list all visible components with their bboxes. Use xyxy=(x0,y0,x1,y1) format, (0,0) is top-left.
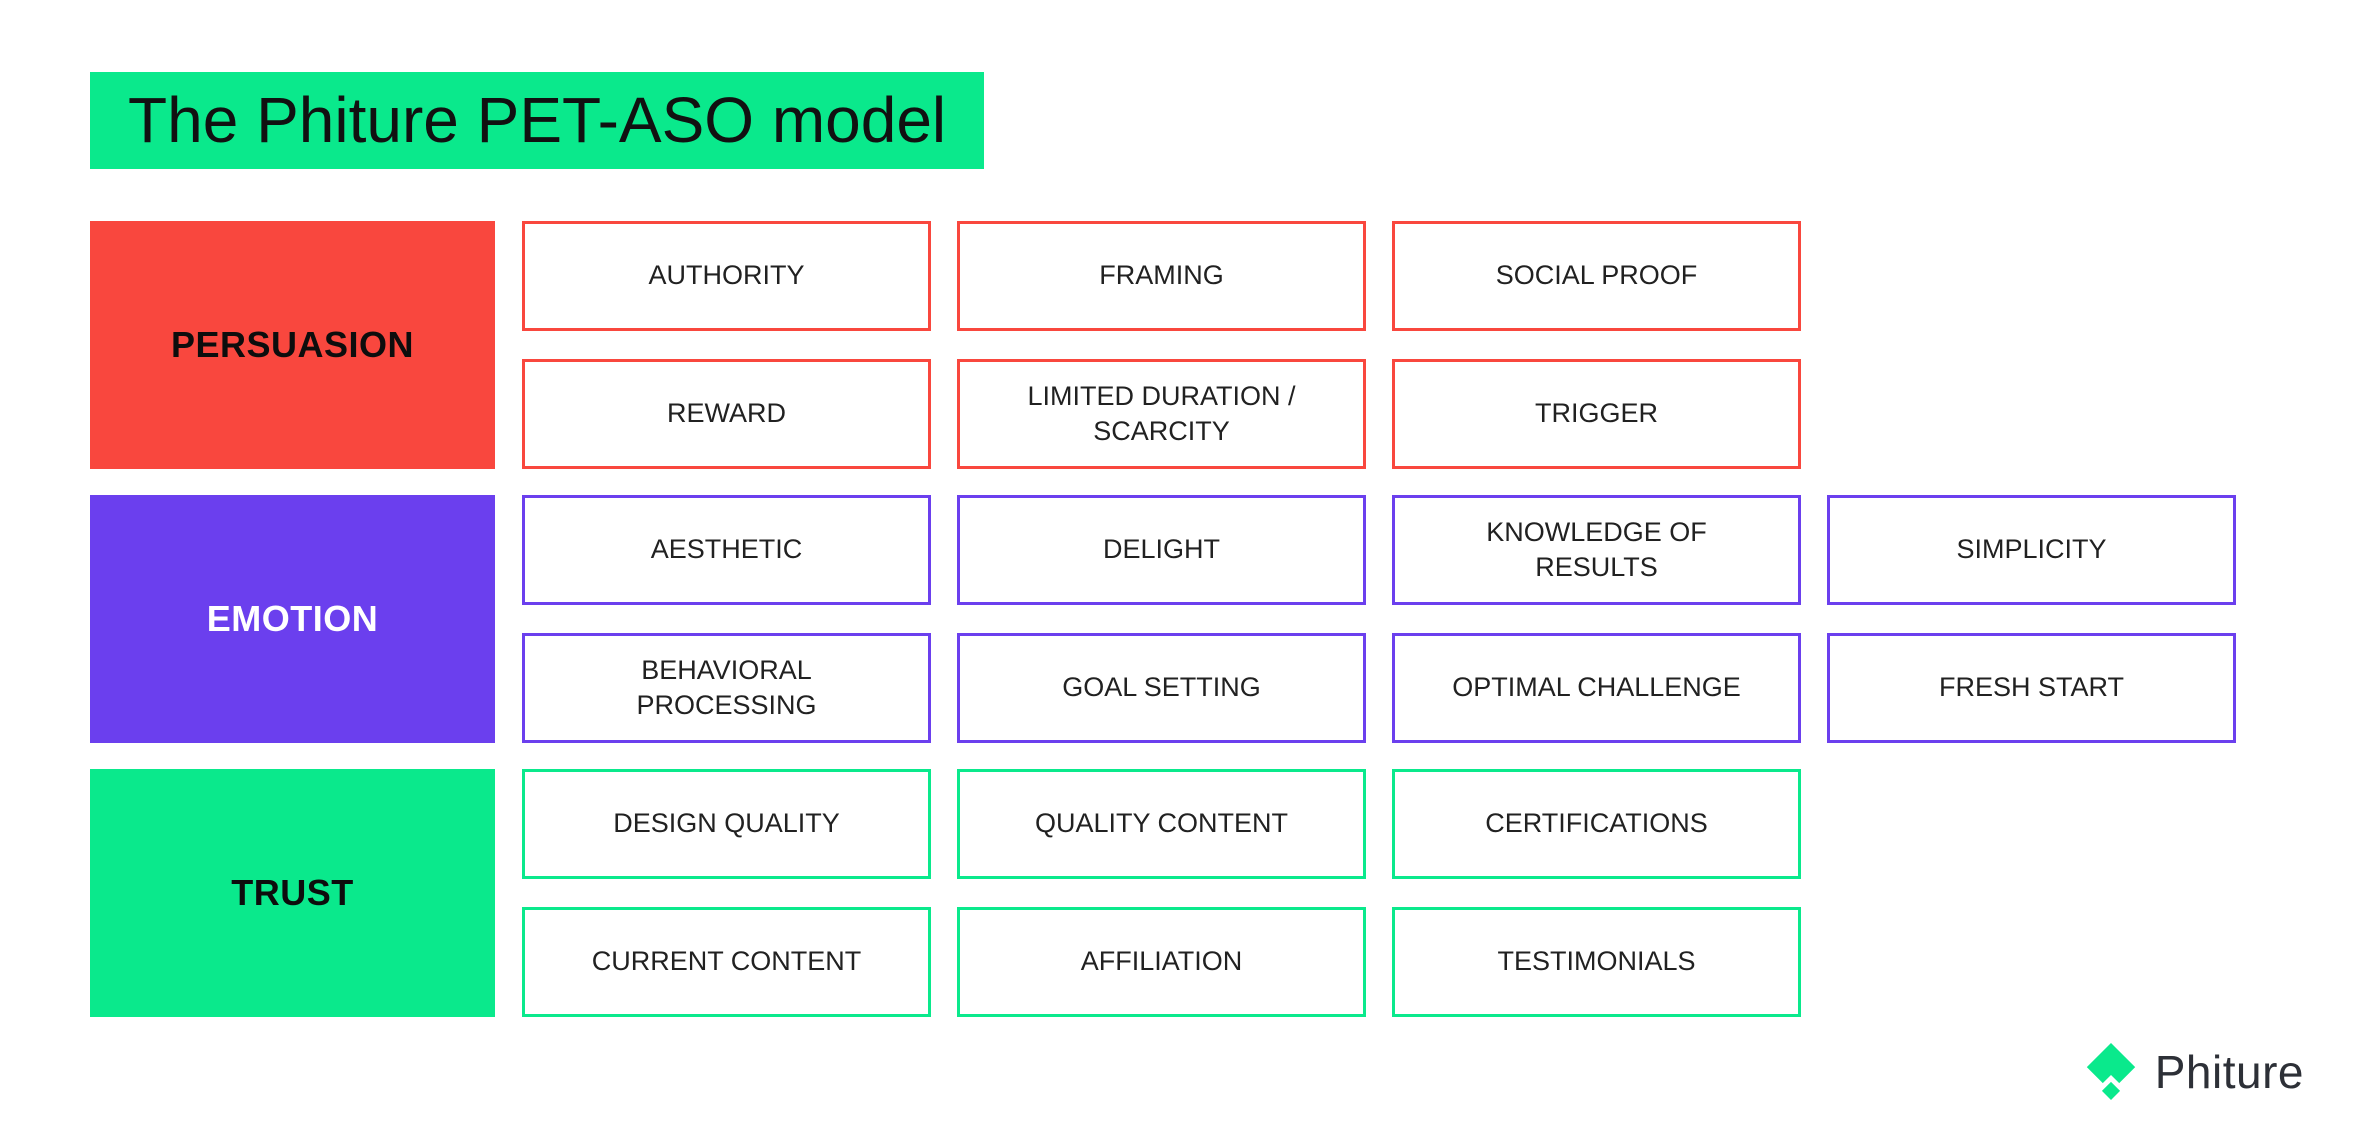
category-block-emotion: EMOTION xyxy=(90,495,495,743)
tactic-box-framing: FRAMING xyxy=(957,221,1366,331)
tactic-box-design-quality: DESIGN QUALITY xyxy=(522,769,931,879)
tactic-box-behavioral-processing: BEHAVIORAL PROCESSING xyxy=(522,633,931,743)
tactic-box-current-content: CURRENT CONTENT xyxy=(522,907,931,1017)
phiture-logo-text: Phiture xyxy=(2154,1045,2304,1098)
phiture-diamond-icon xyxy=(2086,1043,2135,1100)
tactic-box-goal-setting: GOAL SETTING xyxy=(957,633,1366,743)
tactic-box-social-proof: SOCIAL PROOF xyxy=(1392,221,1801,331)
category-label-emotion: EMOTION xyxy=(206,598,379,639)
tactic-box-optimal-challenge: OPTIMAL CHALLENGE xyxy=(1392,633,1801,743)
tactic-box-aesthetic: AESTHETIC xyxy=(522,495,931,605)
category-block-trust: TRUST xyxy=(90,769,495,1017)
category-label-trust: TRUST xyxy=(231,872,354,913)
tactic-box-testimonials: TESTIMONIALS xyxy=(1392,907,1801,1017)
category-label-persuasion: PERSUASION xyxy=(170,324,415,365)
page-title: The Phiture PET-ASO model xyxy=(90,72,985,169)
tactic-box-trigger: TRIGGER xyxy=(1392,359,1801,469)
tactic-box-authority: AUTHORITY xyxy=(522,221,931,331)
tactic-box-quality-content: QUALITY CONTENT xyxy=(957,769,1366,879)
tactic-box-simplicity: SIMPLICITY xyxy=(1827,495,2236,605)
tactic-box-delight: DELIGHT xyxy=(957,495,1366,605)
tactic-box-affiliation: AFFILIATION xyxy=(957,907,1366,1017)
tactic-box-limited-duration-scarcity: LIMITED DURATION / SCARCITY xyxy=(957,359,1366,469)
tactic-box-fresh-start: FRESH START xyxy=(1827,633,2236,743)
tactic-box-reward: REWARD xyxy=(522,359,931,469)
phiture-logo: Phiture xyxy=(2085,1043,2304,1100)
tactic-box-certifications: CERTIFICATIONS xyxy=(1392,769,1801,879)
category-block-persuasion: PERSUASION xyxy=(90,221,495,469)
tactic-box-knowledge-of-results: KNOWLEDGE OF RESULTS xyxy=(1392,495,1801,605)
